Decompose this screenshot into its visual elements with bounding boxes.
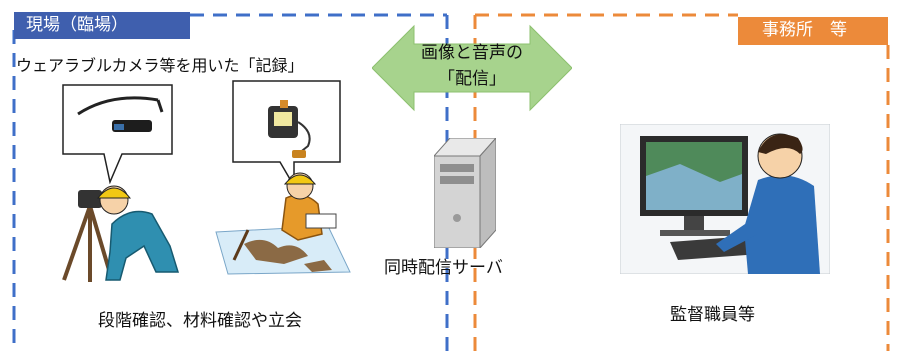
server-caption: 同時配信サーバ <box>384 258 503 278</box>
head-camera-bubble <box>62 84 173 184</box>
distribution-label-line1: 画像と音声の <box>421 43 523 63</box>
site-region-label: 現場（臨場） <box>14 12 190 39</box>
distribution-double-arrow <box>372 24 572 112</box>
distribution-label-line2: 「配信」 <box>438 69 506 89</box>
chest-camera-bubble <box>232 80 341 189</box>
server-icon <box>434 138 496 248</box>
kneeling-worker-illustration <box>215 172 351 275</box>
site-activities-caption: 段階確認、材料確認や立会 <box>98 311 302 331</box>
head-mounted-camera-icon <box>77 96 159 116</box>
office-staff-caption: 監督職員等 <box>670 305 755 325</box>
distribution-label: 画像と音声の 「配信」 <box>402 40 542 92</box>
surveyor-worker-illustration <box>62 185 180 282</box>
office-region-label: 事務所 等 <box>738 17 888 45</box>
office-supervisor-illustration <box>620 124 830 274</box>
wearable-camera-caption: ウェアラブルカメラ等を用いた「記録」 <box>16 56 304 75</box>
chest-camera-icon <box>268 100 311 158</box>
